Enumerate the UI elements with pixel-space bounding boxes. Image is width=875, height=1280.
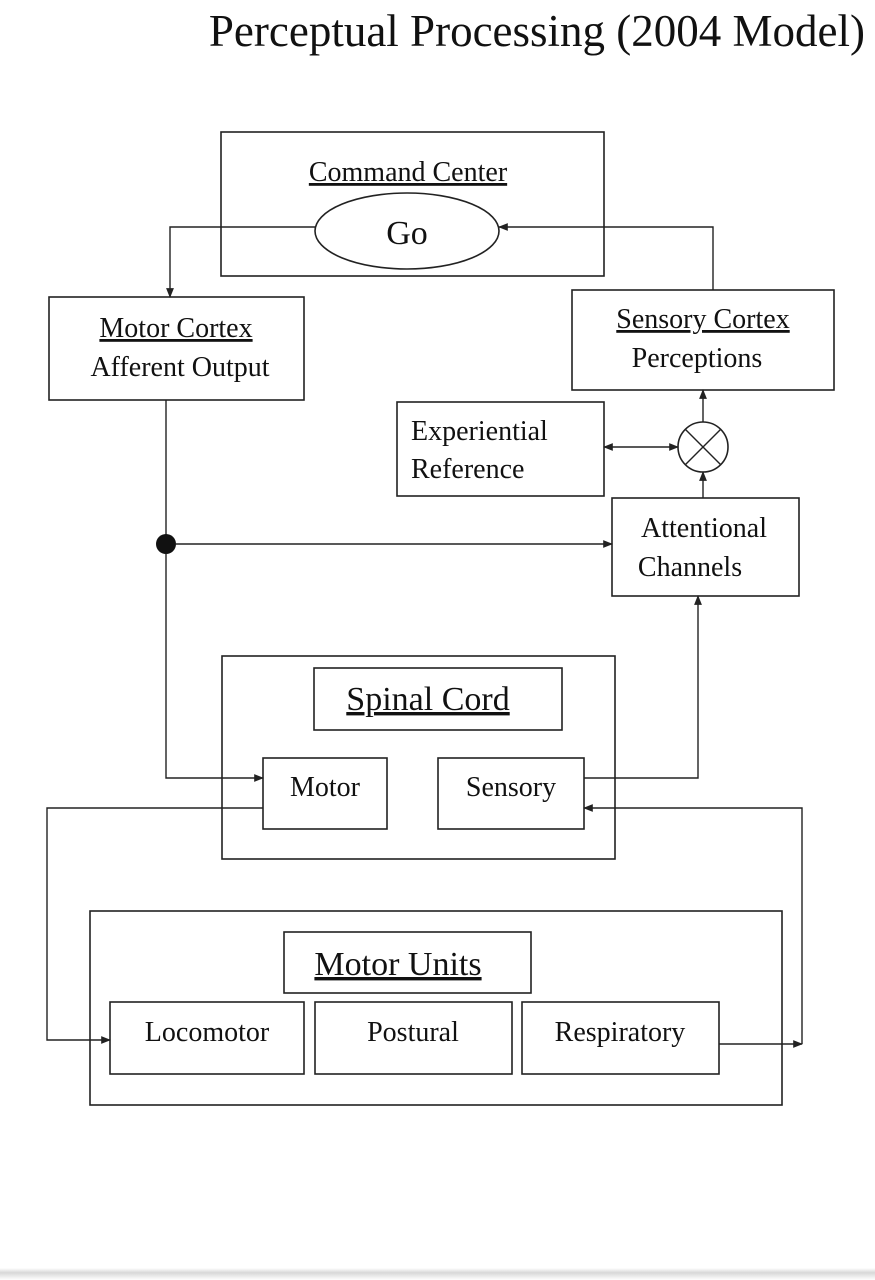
reference-label: Reference (411, 454, 524, 485)
spinal-cord-box (221, 655, 616, 860)
motor-units-box (89, 910, 783, 1106)
spinal-cord-label: Spinal Cord (346, 681, 509, 718)
motor-cortex-label: Motor Cortex (99, 313, 252, 344)
connectors (46, 223, 803, 1048)
sensory-cortex-label: Sensory Cortex (616, 304, 789, 335)
arrow-return-to-spinal-sensory (583, 804, 803, 1044)
attentional-label: Attentional (641, 513, 767, 544)
motor-cortex-block: Motor Cortex Afferent Output (48, 296, 305, 401)
junction-cross-b (684, 428, 722, 466)
motor-units-block: Motor Units Locomotor Postural Respirato… (89, 910, 783, 1106)
spinal-sensory-label: Sensory (466, 772, 556, 803)
go-label: Go (386, 215, 428, 252)
spinal-sensory-box (437, 757, 585, 830)
attentional-channels-block: Attentional Channels (611, 497, 800, 597)
perceptions-label: Perceptions (632, 343, 763, 374)
diagram-title: Perceptual Processing (2004 Model) (208, 6, 865, 56)
respiratory-box (521, 1001, 720, 1075)
summing-junction (677, 421, 729, 473)
motor-units-label: Motor Units (314, 946, 481, 983)
command-center-box (220, 131, 605, 277)
arrow-sensory-cortex-to-go (498, 223, 714, 290)
branch-node (156, 534, 176, 554)
locomotor-label: Locomotor (145, 1017, 270, 1048)
afferent-output-label: Afferent Output (90, 352, 269, 383)
arrow-spinal-sensory-to-attentional (584, 595, 702, 779)
respiratory-label: Respiratory (555, 1017, 686, 1048)
channels-label: Channels (638, 552, 742, 583)
arrow-go-to-motor-cortex (166, 226, 315, 298)
arrow-spinal-motor-to-locomotor (46, 807, 263, 1044)
spinal-motor-box (262, 757, 388, 830)
sensory-cortex-block: Sensory Cortex Perceptions (571, 289, 835, 391)
spinal-cord-block: Spinal Cord Motor Sensory (221, 655, 616, 860)
experiential-reference-block: Experiential Reference (396, 401, 605, 497)
go-ellipse (314, 192, 500, 270)
spinal-cord-title-box (313, 667, 563, 731)
experiential-label: Experiential (411, 416, 548, 447)
command-center-block: Command Center Go (220, 131, 605, 277)
arrow-branch-to-spinal-motor (165, 554, 264, 782)
motor-units-title-box (283, 931, 532, 994)
postural-label: Postural (367, 1017, 459, 1048)
command-center-label: Command Center (309, 157, 508, 188)
page-bottom-edge (0, 1268, 875, 1280)
spinal-motor-label: Motor (290, 772, 361, 803)
postural-box (314, 1001, 513, 1075)
motor-cortex-box (48, 296, 305, 401)
